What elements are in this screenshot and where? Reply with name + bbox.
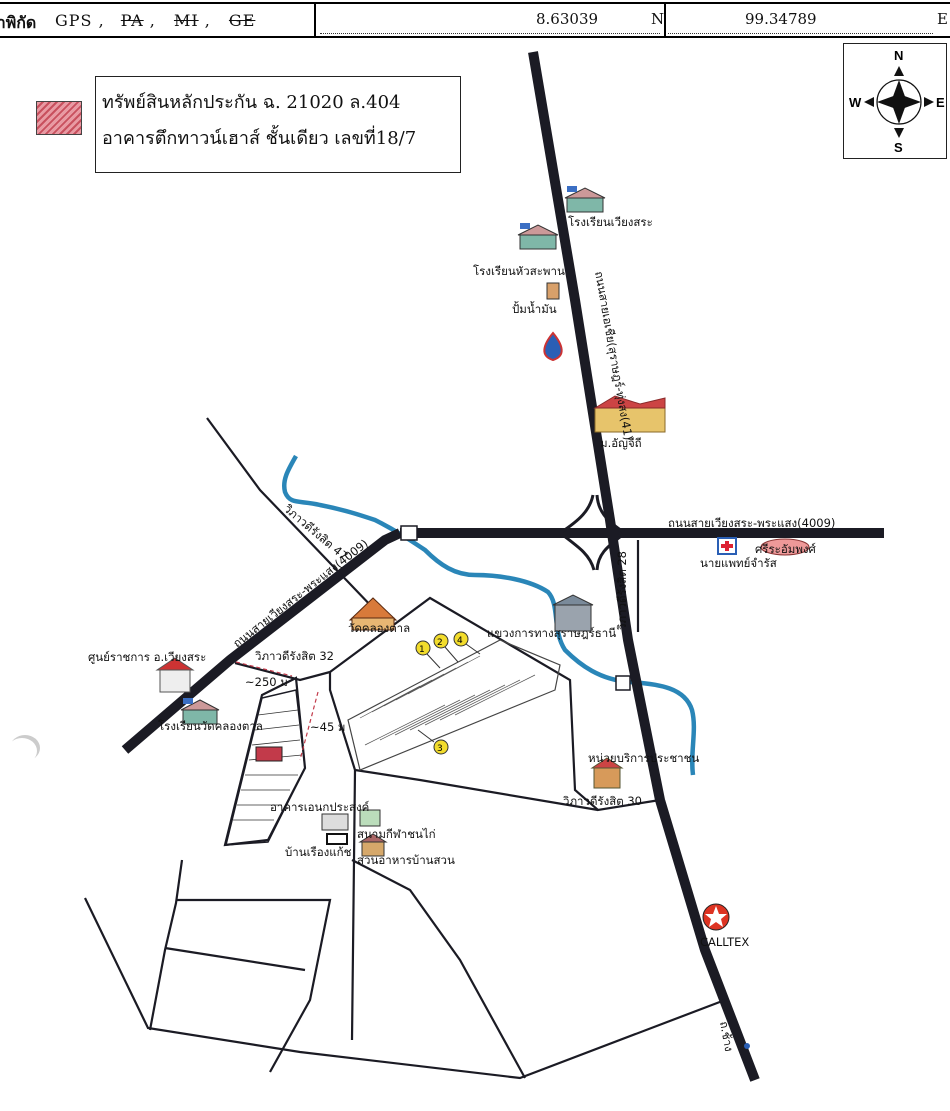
property-swatch [36, 101, 82, 135]
compass-e: E [936, 95, 945, 110]
label-doctor: นายแพทย์จำรัส [700, 556, 777, 570]
sep-3: , [204, 11, 211, 30]
sep-2: , [149, 11, 156, 30]
label-gov-center: ศูนย์ราชการ อ.เวียงสระ [88, 650, 206, 664]
label-pharmacy: ศรีระอัมพงศ์ [755, 542, 817, 556]
label-university: ม.อัญจีถี [600, 436, 642, 450]
temple-icon [348, 597, 398, 631]
ptt-logo-icon [543, 331, 563, 362]
caltex-logo-icon [702, 903, 730, 931]
label-soi-30: วิภาวดีรังสิต 30 [562, 794, 642, 808]
pa-text: PA [120, 11, 144, 30]
hospital-icon [717, 537, 737, 555]
interchange [559, 494, 626, 571]
latitude-dir: N [651, 10, 665, 28]
legend-line-1: ทรัพย์สินหลักประกัน ฉ. 21020 ล.404 [102, 92, 401, 113]
label-temple: วัดคลองตาล [348, 621, 410, 635]
label-to-chang: ถ.ช้าง [717, 1020, 736, 1052]
legend-box: ทรัพย์สินหลักประกัน ฉ. 21020 ล.404 อาคาร… [95, 76, 461, 173]
compass-n: N [894, 48, 903, 63]
marker-2: 2 [437, 638, 443, 648]
compass-icon: N S W E [849, 48, 945, 155]
mi-text: MI [173, 11, 199, 30]
government-office-icon [552, 594, 594, 632]
university-icon [593, 395, 666, 433]
legend-line-2: อาคารตึกทาวน์เฮาส์ ชั้นเดียว เลขที่18/7 [102, 128, 417, 149]
longitude-dir: E [937, 10, 948, 28]
label-stadium: สนามกีฬาชนไก่ [357, 827, 436, 841]
gps-text: GPS [55, 11, 93, 30]
coordinate-header: ค่าพิกัด GPS , PA , MI , GE 8.63039 N 99… [0, 0, 950, 40]
river [282, 454, 697, 776]
government-center-icon [155, 657, 195, 693]
distance-45-line [299, 691, 319, 761]
property-blocks [225, 639, 561, 846]
restaurant-icon [358, 833, 388, 857]
label-road-4009: ถนนสายเวียงสระ-พระแสง(4009) [668, 516, 835, 530]
header-gps-label: GPS , PA , MI , GE [55, 11, 255, 30]
label-highway-office: แขวงการทางสุราษฎร์ธานี [487, 626, 616, 640]
longitude-value: 99.34789 [745, 10, 817, 28]
marker-1: 1 [419, 645, 425, 655]
label-caltex: CALLTEX [700, 935, 749, 949]
bridge-1 [400, 525, 418, 541]
marker-4: 4 [457, 636, 463, 646]
compass-s: S [894, 140, 903, 155]
compass-rose: N S W E [843, 43, 947, 159]
minor-roads [84, 417, 726, 1080]
marker-3: 3 [437, 744, 443, 754]
label-school-wiangsa: โรงเรียนเวียงสระ [568, 215, 653, 229]
stadium-icon [359, 809, 381, 827]
label-distance-45: ~45 ม [310, 720, 346, 734]
distance-250-line [235, 661, 293, 677]
school-icon [180, 698, 220, 725]
fuel-pump-icon [546, 282, 560, 300]
label-school-klongtan: โรงเรียนวัดคลองตาล [158, 719, 263, 733]
service-unit-icon [590, 757, 624, 789]
lat-dotline [320, 33, 660, 34]
school-icon [564, 186, 606, 213]
house-icon [326, 833, 348, 845]
latitude-value: 8.63039 [536, 10, 599, 28]
label-pump: ปั้มน้ำมัน [512, 301, 557, 316]
label-distance-250: ~250 ม [245, 675, 288, 689]
label-school-huasaphan: โรงเรียนหัวสะพาน [473, 264, 565, 278]
bridge-2 [615, 675, 631, 691]
road-4009-west [121, 528, 403, 754]
building-icon [321, 813, 349, 831]
end-marker [744, 1043, 750, 1049]
school-icon [517, 223, 559, 250]
label-soi-32: วิภาวดีรังสิต 32 [254, 649, 334, 663]
label-service-unit: หน่วยบริการประชาชน [588, 751, 699, 765]
numbered-markers: 1 2 4 3 [415, 631, 481, 755]
pharmacy-icon [760, 538, 810, 556]
label-building: อาคารเอนกประสงค์ [270, 800, 369, 814]
lon-dotline [668, 33, 933, 34]
property-marker [255, 746, 283, 762]
highway-41 [528, 51, 760, 1082]
label-soi-28: วิภาวดีรังสิต 28 [615, 551, 629, 631]
ge-text: GE [228, 11, 256, 30]
header-cell-lon [664, 2, 950, 38]
label-restaurant: สวนอาหารบ้านสวน [357, 853, 455, 867]
label-house: บ้านเรืองแก้ช [285, 845, 352, 859]
header-title: ค่าพิกัด [0, 13, 37, 32]
sep-1: , [98, 11, 105, 30]
compass-w: W [849, 95, 862, 110]
